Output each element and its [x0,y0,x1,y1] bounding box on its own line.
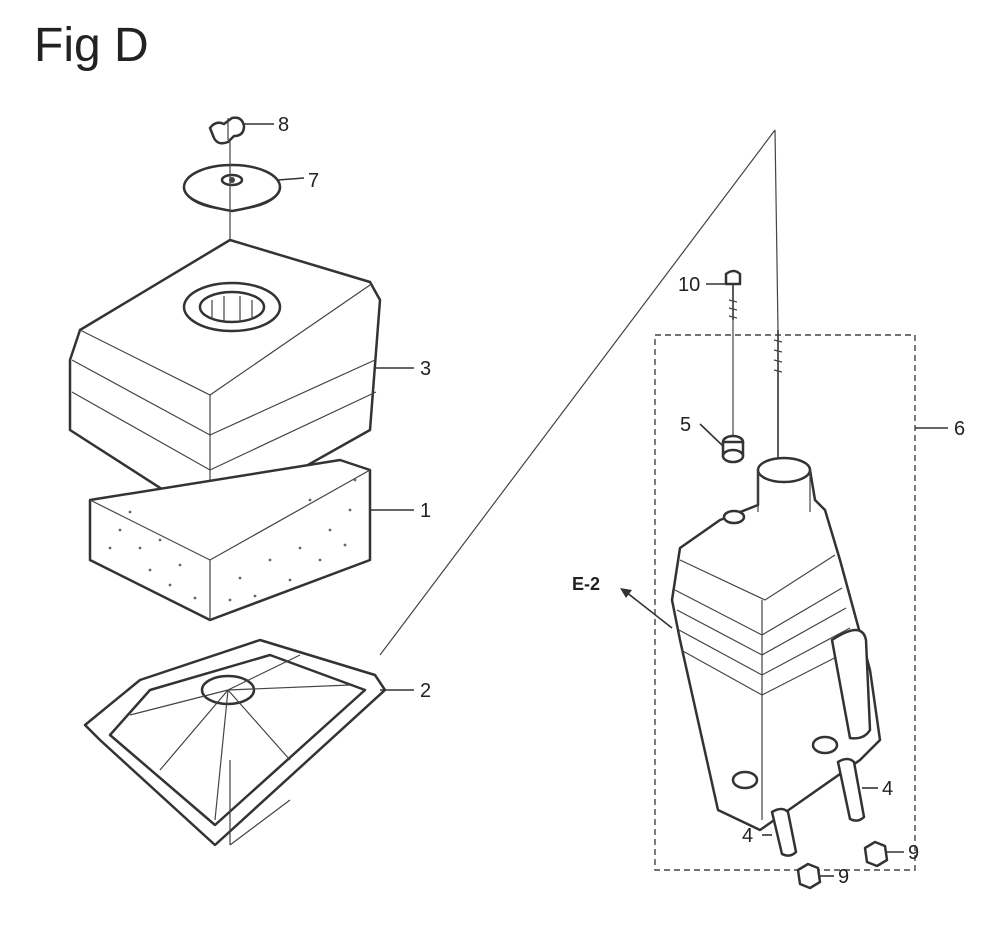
bolt-icon [724,269,742,320]
callout-1: 1 [420,500,431,522]
filter-grate-icon [83,638,387,847]
callout-10: 10 [678,274,700,296]
callout-6: 6 [954,418,965,440]
air-filter-cover-icon [68,238,382,522]
callout-8: 8 [278,114,289,136]
cap-seal-icon [182,163,282,213]
callout-2: 2 [420,680,431,702]
callout-4-left: 4 [742,825,753,847]
foam-element-icon [88,458,372,622]
callout-3: 3 [420,358,431,380]
stud-right-icon [836,757,866,822]
callout-7: 7 [308,170,319,192]
stud-left-icon [770,807,798,857]
wing-nut-icon [208,116,246,145]
air-cleaner-case-icon [670,456,882,832]
assembly-box [654,334,916,871]
reference-e2: E-2 [572,574,600,594]
collar-icon [721,434,745,464]
stud-nut-right-icon [863,840,889,868]
callout-9-left: 9 [838,866,849,888]
stud-nut-left-icon [796,862,822,890]
callout-9-right: 9 [908,842,919,864]
figure-title: Fig D [34,19,149,72]
callout-4-right: 4 [882,778,893,800]
callout-5: 5 [680,414,691,436]
